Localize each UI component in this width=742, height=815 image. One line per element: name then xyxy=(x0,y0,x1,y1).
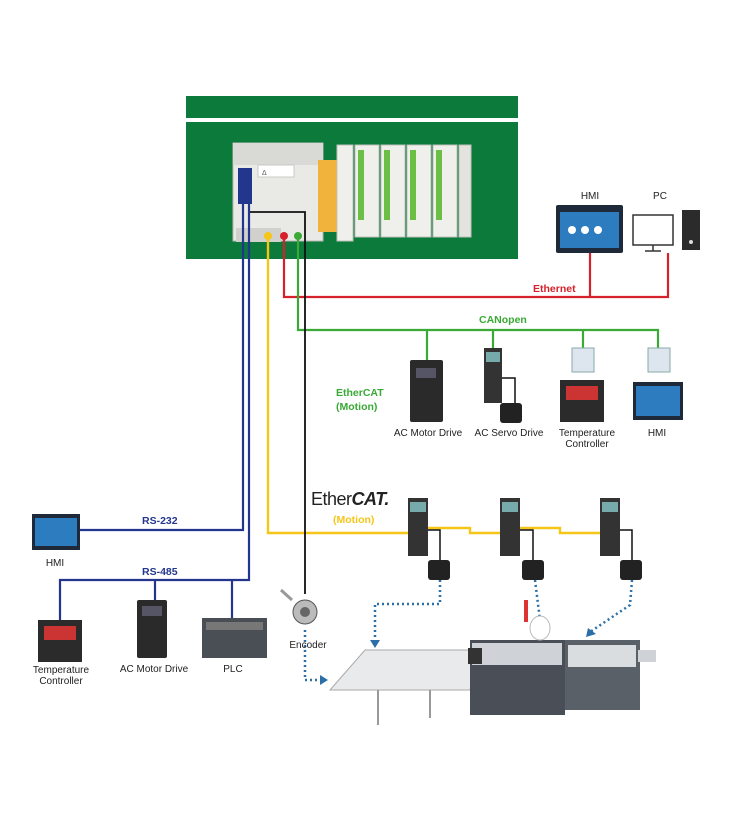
ethercat-motion-label-1: EtherCAT (Motion) xyxy=(336,387,384,413)
ac-motor-drive-485-device xyxy=(137,600,167,658)
svg-text:Δ: Δ xyxy=(262,170,267,177)
ac-motor-drive-485-label: AC Motor Drive xyxy=(119,664,189,675)
ethercat-motion-label-2: (Motion) xyxy=(333,514,375,526)
hmi-can-device xyxy=(633,347,683,420)
ac-motor-drive-can-device xyxy=(410,360,443,422)
hmi-rs232-device xyxy=(32,514,80,550)
plc-485-device xyxy=(202,618,267,658)
hmi-top-device xyxy=(556,205,623,253)
rs232-label: RS-232 xyxy=(142,515,178,527)
servo-drive-2 xyxy=(500,498,544,580)
servo-drive-3 xyxy=(600,498,642,580)
ethernet-label: Ethernet xyxy=(533,283,576,295)
ethercat-logo: EtherCAT. xyxy=(311,489,389,509)
arrow-head-4 xyxy=(320,675,328,685)
hmi-top-label: HMI xyxy=(580,191,600,202)
servo-drive-1 xyxy=(408,498,450,580)
hmi-can-label: HMI xyxy=(647,428,667,439)
rs485-label: RS-485 xyxy=(142,566,178,578)
io-modules xyxy=(354,144,472,238)
temp-controller-can-device xyxy=(560,347,604,422)
pc-device xyxy=(632,210,700,252)
temp-controller-can-label: Temperature Controller xyxy=(558,428,616,450)
pc-label: PC xyxy=(653,191,667,202)
ethercat-line xyxy=(266,236,610,535)
canopen-label: CANopen xyxy=(479,314,527,326)
temp-controller-485-label: Temperature Controller xyxy=(32,665,90,687)
rs232-line xyxy=(80,180,245,532)
ac-servo-drive-label: AC Servo Drive xyxy=(474,428,544,439)
packaging-machine xyxy=(328,600,656,725)
arrow-head-1 xyxy=(370,640,380,648)
encoder-label: Encoder xyxy=(289,640,327,651)
plc-label: PLC xyxy=(223,664,243,675)
encoder-device xyxy=(279,588,318,625)
encoder-line xyxy=(248,211,306,594)
ethernet-line xyxy=(282,236,670,299)
header-bar xyxy=(186,96,518,118)
ac-motor-drive-can-label: AC Motor Drive xyxy=(393,428,463,439)
ac-servo-drive-device xyxy=(484,348,522,423)
hmi-rs232-label: HMI xyxy=(45,558,65,569)
arrow-head-3 xyxy=(586,628,596,637)
canopen-line xyxy=(296,236,660,352)
motion-arrows xyxy=(303,579,634,682)
temp-controller-485-device xyxy=(38,620,82,662)
